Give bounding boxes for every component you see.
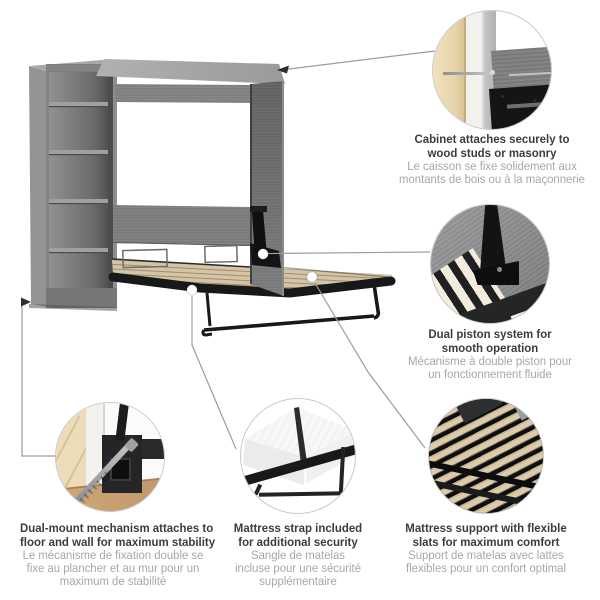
leader-dual-mount xyxy=(21,301,55,457)
callout-circle-wall-attachment xyxy=(432,10,552,130)
piston-pivot xyxy=(497,267,502,272)
hotspot-markers xyxy=(186,248,318,296)
hotspot-slats xyxy=(306,271,318,283)
leader-slats xyxy=(314,282,426,449)
lag-screw-head xyxy=(490,70,495,75)
callout-circle-slats xyxy=(428,398,544,514)
leader-mattress-strap xyxy=(191,296,237,450)
frame-leg-bottom xyxy=(258,491,346,497)
wood-stud xyxy=(433,11,466,129)
leader-arrowheads xyxy=(21,65,289,307)
bed-deck-rim xyxy=(108,272,396,298)
callout-circle-piston xyxy=(430,204,550,324)
callout-circle-mattress-strap xyxy=(240,398,356,514)
screw-dot-2 xyxy=(533,99,536,102)
arrow-to-cabinet-top xyxy=(277,65,289,74)
arrow-to-cabinet-base xyxy=(21,297,31,307)
mattress-retainer-bars xyxy=(122,244,238,269)
bed-leg-frame xyxy=(201,283,381,337)
wall-strip xyxy=(466,11,484,129)
bookcase xyxy=(29,60,117,311)
bookcase-shelves xyxy=(49,102,113,254)
stud-seam xyxy=(464,11,466,129)
bed-cabinet xyxy=(96,59,285,246)
lag-screw-shaft xyxy=(443,72,493,75)
leader-wall-attachment xyxy=(280,50,436,71)
screw-dot-1 xyxy=(501,95,504,98)
leader-piston xyxy=(267,251,431,255)
callout-circle-dual-mount xyxy=(55,402,165,512)
hotspot-strap xyxy=(186,284,198,296)
hotspot-piston xyxy=(257,248,269,260)
